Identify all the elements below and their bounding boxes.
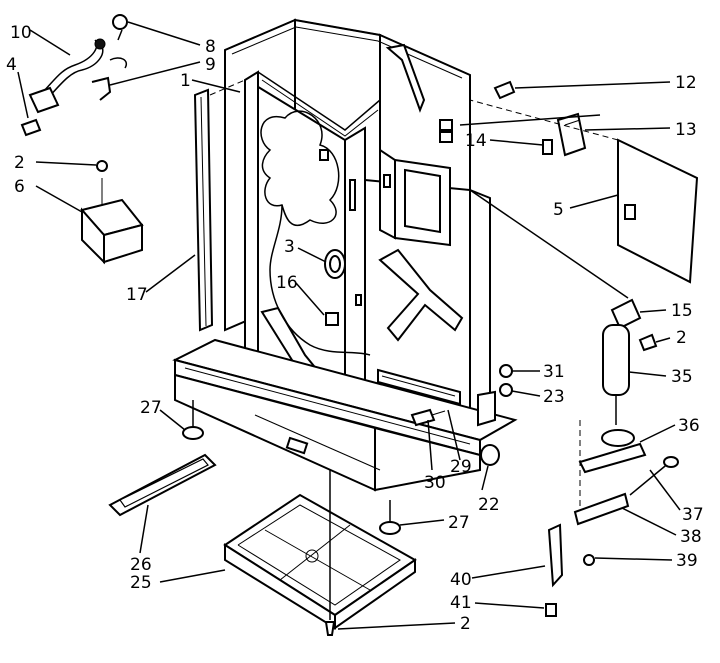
part-6-bracket (80, 178, 144, 265)
callout-16: 16 (276, 273, 298, 293)
part-25-drain-pan (223, 493, 417, 630)
callout-9: 9 (205, 55, 216, 75)
part-3-grommet (324, 249, 346, 279)
part-27-leveler-left (182, 400, 204, 440)
callout-29: 29 (450, 457, 472, 477)
callout-22: 22 (478, 495, 500, 515)
part-16-block (325, 312, 339, 326)
callout-15: 15 (671, 301, 693, 321)
screw-2-right (638, 333, 658, 352)
part-23-nut (499, 383, 513, 397)
callout-labels: 10 4 8 9 1 12 14 13 2 6 5 3 17 16 15 2 3… (6, 23, 704, 634)
callout-36: 36 (678, 416, 700, 436)
callout-27b: 27 (448, 513, 470, 533)
callout-13: 13 (675, 120, 697, 140)
part-5-panel (469, 99, 699, 284)
callout-1: 1 (180, 71, 191, 91)
part-37-rod (629, 456, 679, 496)
callout-23: 23 (543, 387, 565, 407)
part-8-clamp (112, 14, 128, 41)
screw-2-top (96, 160, 108, 172)
callout-2b: 2 (676, 328, 687, 348)
part-17-strip (193, 79, 246, 332)
part-35-capacitor (602, 324, 630, 425)
part-31-nut (499, 364, 513, 378)
part-27-leveler-right (379, 500, 401, 535)
callout-14: 14 (465, 131, 487, 151)
part-4-plug (20, 118, 42, 137)
callout-4: 4 (6, 55, 17, 75)
part-22-cap (480, 444, 500, 466)
part-9-clip (91, 76, 112, 101)
part-41-nut (545, 603, 557, 617)
callout-40: 40 (450, 570, 472, 590)
part-12-screw (493, 80, 516, 100)
part-13-relay (556, 112, 587, 157)
part-15-bracket (610, 298, 642, 330)
leader-lines (17, 21, 681, 630)
callout-3: 3 (284, 237, 295, 257)
callout-12: 12 (675, 73, 697, 93)
callout-25: 25 (130, 573, 152, 593)
cabinet-base (172, 338, 518, 492)
callout-35: 35 (671, 367, 693, 387)
wiring-harness (260, 110, 340, 227)
part-36-mount (578, 429, 647, 474)
callout-26: 26 (130, 555, 152, 575)
callout-39: 39 (676, 551, 698, 571)
callout-41: 41 (450, 593, 472, 613)
callout-6: 6 (14, 177, 25, 197)
part-14-clip (542, 139, 553, 155)
part-26-foam-strip (108, 453, 217, 517)
power-cord (28, 38, 127, 114)
callout-5: 5 (553, 200, 564, 220)
screw-2-bottom (324, 621, 336, 636)
callout-30: 30 (424, 473, 446, 493)
part-38-bracket (573, 492, 630, 526)
callout-31: 31 (543, 362, 565, 382)
callout-37: 37 (682, 505, 704, 525)
callout-2a: 2 (14, 153, 25, 173)
callout-2c: 2 (460, 614, 471, 634)
callout-27a: 27 (140, 398, 162, 418)
callout-17: 17 (126, 285, 148, 305)
callout-38: 38 (680, 527, 702, 547)
part-40-clip (547, 523, 564, 588)
part-39-screw (583, 554, 595, 566)
callout-10: 10 (10, 23, 32, 43)
callout-8: 8 (205, 37, 216, 57)
